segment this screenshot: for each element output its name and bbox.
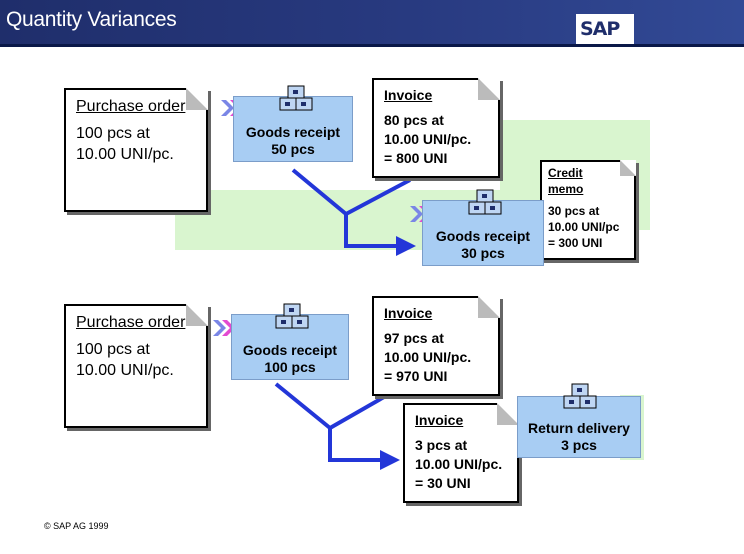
po-price: 10.00 UNI/pc. (76, 362, 174, 379)
goods-receipt-label: Goods receipt (242, 342, 338, 358)
copyright-text: © SAP AG 1999 (44, 521, 109, 531)
scenario2-arrow (274, 382, 400, 470)
return-delivery-box: Return delivery 3 pcs (517, 383, 641, 458)
po-quantity: 100 pcs at (76, 341, 150, 358)
credit-memo-total: = 300 UNI (548, 236, 603, 250)
credit-memo-document: Credit memo 30 pcs at 10.00 UNI/pc = 300… (540, 160, 636, 260)
invoice-price: 10.00 UNI/pc. (415, 456, 503, 472)
goods-receipt-box: Goods receipt 30 pcs (422, 189, 544, 266)
header-bar: Quantity Variances SAP (0, 0, 744, 44)
invoice-total: = 30 UNI (415, 475, 471, 491)
credit-memo-price: 10.00 UNI/pc (548, 220, 620, 234)
po-price: 10.00 UNI/pc. (76, 146, 174, 163)
purchase-order-document: Purchase order 100 pcs at 10.00 UNI/pc. (64, 304, 208, 428)
goods-receipt-label: Goods receipt (435, 228, 531, 244)
scenario1-arrow (291, 168, 416, 256)
invoice-title: Invoice (384, 87, 433, 103)
invoice-total: = 800 UNI (384, 150, 448, 166)
goods-receipt-box: Goods receipt 100 pcs (231, 303, 349, 380)
purchase-order-document: Purchase order 100 pcs at 10.00 UNI/pc. (64, 88, 208, 212)
credit-memo-title-2: memo (548, 182, 584, 196)
po-quantity: 100 pcs at (76, 125, 150, 142)
header-stripe (0, 44, 744, 47)
invoice-price: 10.00 UNI/pc. (384, 349, 472, 365)
invoice-document: Invoice 80 pcs at 10.00 UNI/pc. = 800 UN… (372, 78, 500, 178)
goods-stack-icon (279, 85, 313, 111)
invoice-quantity: 80 pcs at (384, 112, 444, 128)
purchase-order-title: Purchase order (76, 98, 186, 115)
credit-memo-title: Credit (548, 166, 583, 180)
goods-receipt-qty: 30 pcs (461, 245, 505, 261)
invoice-total: = 970 UNI (384, 368, 448, 384)
goods-receipt-label: Goods receipt (245, 124, 341, 140)
invoice-quantity: 3 pcs at (415, 437, 468, 453)
goods-receipt-qty: 50 pcs (271, 141, 315, 157)
invoice-price: 10.00 UNI/pc. (384, 131, 472, 147)
goods-stack-icon (275, 303, 309, 329)
sap-logo: SAP (576, 14, 634, 44)
purchase-order-title: Purchase order (76, 314, 186, 331)
return-delivery-qty: 3 pcs (561, 437, 597, 453)
invoice-title: Invoice (384, 305, 433, 321)
invoice-title: Invoice (415, 412, 464, 428)
goods-receipt-qty: 100 pcs (264, 359, 316, 375)
goods-stack-icon (468, 189, 502, 215)
return-delivery-label: Return delivery (528, 420, 630, 436)
goods-stack-icon (563, 383, 597, 409)
invoice-document: Invoice 97 pcs at 10.00 UNI/pc. = 970 UN… (372, 296, 500, 396)
credit-memo-quantity: 30 pcs at (548, 204, 600, 218)
invoice-document: Invoice 3 pcs at 10.00 UNI/pc. = 30 UNI (403, 403, 519, 503)
goods-receipt-box: Goods receipt 50 pcs (233, 85, 353, 162)
invoice-quantity: 97 pcs at (384, 330, 444, 346)
page-title: Quantity Variances (6, 8, 177, 31)
